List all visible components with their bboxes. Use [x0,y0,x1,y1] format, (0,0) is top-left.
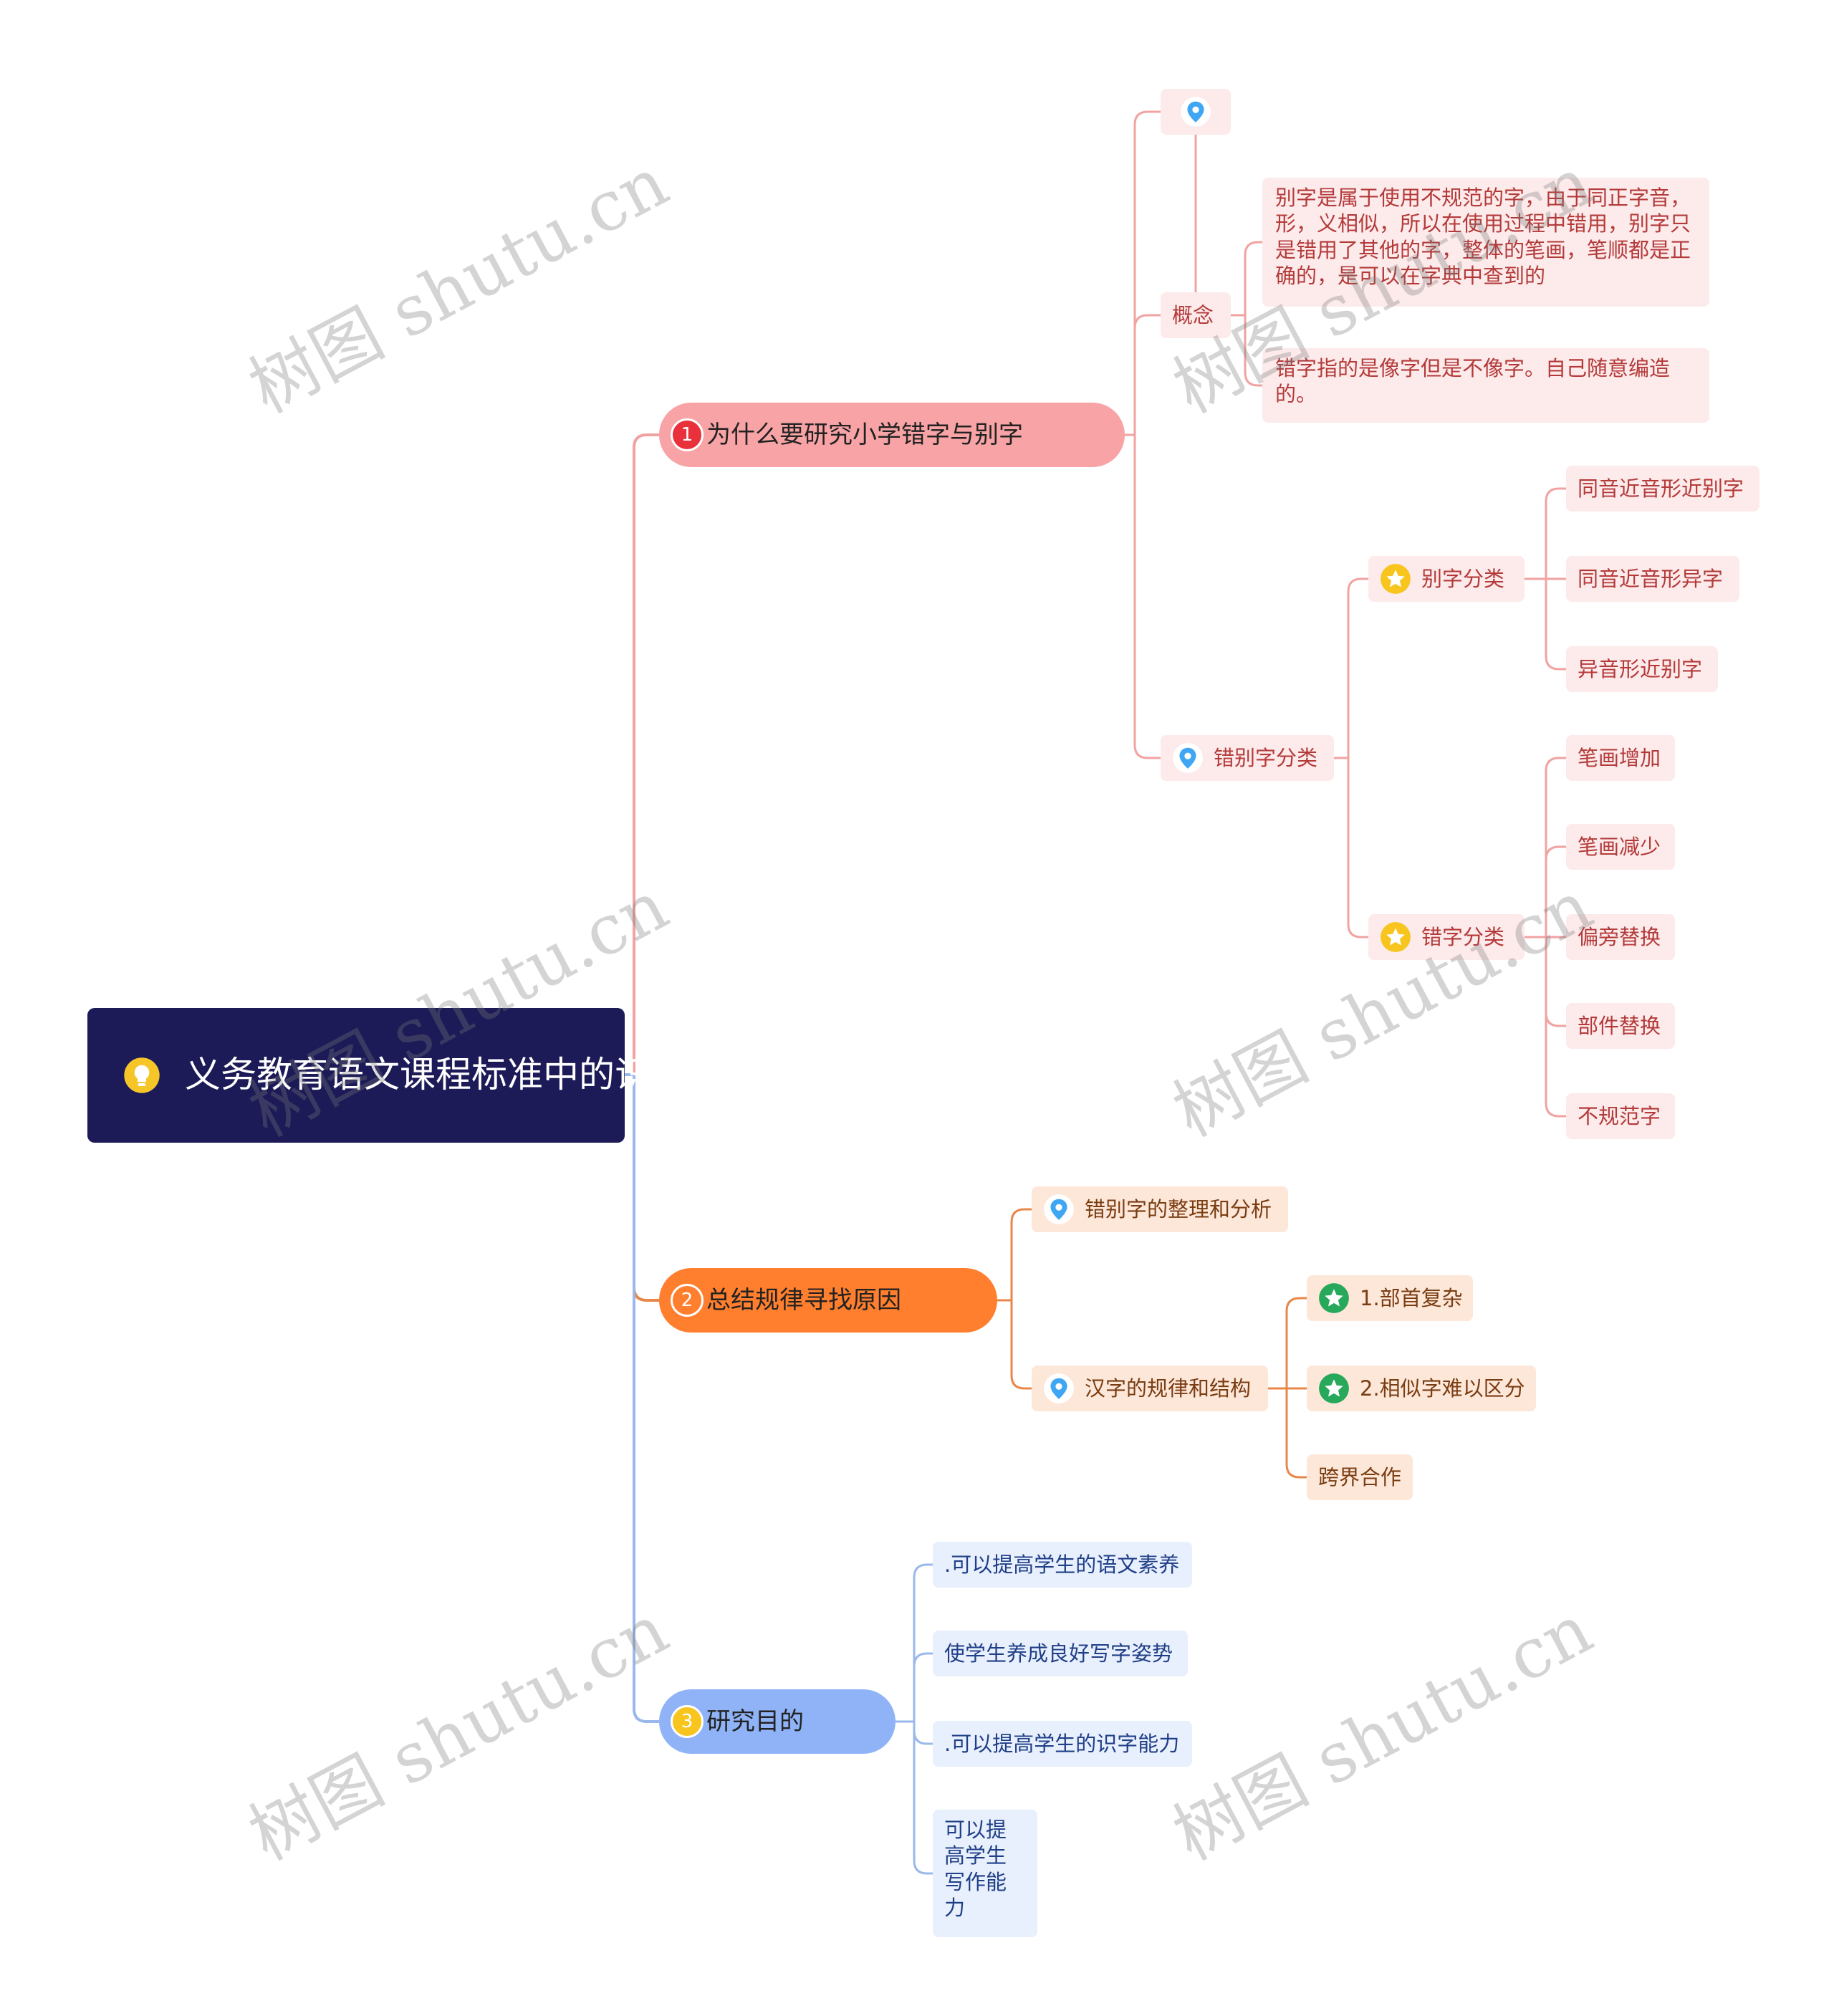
error-cat-link [1347,577,1370,759]
number-badge: 3 [671,1705,704,1738]
leaf-node[interactable]: 不规范字 [1566,1093,1675,1139]
structure-link [1285,1297,1308,1390]
concept-label: 概念 [1172,302,1214,327]
branch-1-topic[interactable]: 1 为什么要研究小学错字与别字 [659,403,1125,467]
purpose-leaf[interactable]: .可以提高学生的语文素养 [933,1542,1192,1588]
branch2-link [1010,1208,1033,1302]
leaf-label: 2.相似字难以区分 [1360,1376,1525,1401]
leaf-label: .可以提高学生的语文素养 [944,1552,1180,1577]
concept-node[interactable]: 概念 [1161,292,1231,338]
structure-leaf[interactable]: 1.部首复杂 [1307,1275,1473,1321]
bieci-category-node[interactable]: 别字分类 [1368,556,1525,602]
leaf-label: 不规范字 [1578,1103,1661,1128]
cuozi-category-label: 错字分类 [1421,924,1505,949]
leaf-node[interactable]: 异音形近别字 [1566,646,1718,692]
branch-3-topic[interactable]: 3 研究目的 [659,1689,896,1754]
cuozi-definition-text: 错字指的是像字但是不像字。自己随意编造的。 [1275,356,1671,407]
branch-2-topic[interactable]: 2 总结规律寻找原因 [659,1268,997,1333]
error-cat-link [1347,757,1370,939]
branch3-link [913,1720,934,1745]
branch-3-label: 研究目的 [706,1707,804,1736]
branch1-link [1133,314,1162,436]
leaf-label: .可以提高学生的识字能力 [944,1731,1180,1756]
number-badge: 2 [671,1284,704,1317]
leaf-label: 跨界合作 [1318,1464,1402,1489]
cuozi-cat-link [1545,936,1567,1027]
bieci-definition-text: 别字是属于使用不规范的字，由于同正字音，形，义相似，所以在使用过程中错用，别字只… [1275,186,1691,288]
leaf-node[interactable]: 笔画减少 [1566,824,1675,870]
leaf-label: 笔画减少 [1578,834,1661,859]
lightbulb-icon [123,1057,160,1094]
analysis-label: 错别字的整理和分析 [1085,1196,1272,1221]
leaf-label: 可以提高学生写作能力 [944,1818,1007,1920]
number-badge: 1 [671,418,704,451]
structure-link [1285,1387,1308,1479]
bieci-definition[interactable]: 别字是属于使用不规范的字，由于同正字音，形，义相似，所以在使用过程中错用，别字只… [1262,178,1709,307]
star-icon [1318,1282,1350,1314]
leaf-label: 使学生养成良好写字姿势 [944,1641,1173,1666]
root-to-branch1 [633,433,661,1076]
bieci-category-label: 别字分类 [1421,566,1505,591]
leaf-node[interactable]: 偏旁替换 [1566,914,1675,960]
leaf-node[interactable]: 笔画增加 [1566,735,1675,781]
leaf-label: 偏旁替换 [1578,924,1661,949]
branch1-link [1133,433,1162,759]
leaf-label: 1.部首复杂 [1360,1285,1463,1310]
concept-link [1244,314,1264,387]
cuozi-cat-link [1545,757,1567,939]
leaf-label: 笔画增加 [1578,745,1661,770]
root-to-branch2 [633,1073,661,1302]
cuozi-category-node[interactable]: 错字分类 [1368,914,1525,960]
bieci-cat-link [1545,487,1567,580]
cuozi-cat-link [1545,936,1567,1118]
structure-label: 汉字的规律和结构 [1085,1376,1252,1401]
branch3-link [913,1563,934,1723]
branch3-link [913,1720,934,1875]
star-icon [1380,921,1411,953]
cuozi-definition[interactable]: 错字指的是像字但是不像字。自己随意编造的。 [1262,348,1709,423]
branch-1-label: 为什么要研究小学错字与别字 [706,420,1023,449]
root-topic[interactable]: 义务教育语文课程标准中的识字，写字要求 [87,1008,865,1143]
star-icon [1380,563,1411,595]
purpose-leaf[interactable]: .可以提高学生的识字能力 [933,1721,1192,1767]
leaf-node[interactable]: 同音近音形异字 [1566,556,1739,602]
purpose-leaf[interactable]: 使学生养成良好写字姿势 [933,1631,1188,1676]
concept-link [1244,241,1264,317]
structure-leaf[interactable]: 2.相似字难以区分 [1307,1365,1536,1411]
branch3-link [913,1652,934,1723]
location-pin-icon [1043,1373,1075,1404]
star-icon [1318,1373,1350,1404]
leaf-label: 同音近音形异字 [1578,566,1724,591]
structure-leaf[interactable]: 跨界合作 [1307,1454,1413,1500]
location-pin-icon [1172,742,1204,774]
cuozi-cat-link [1545,845,1567,939]
leaf-label: 同音近音形近别字 [1578,476,1744,501]
leaf-label: 异音形近别字 [1578,656,1703,681]
pin-only-node[interactable] [1161,89,1231,135]
analysis-node[interactable]: 错别字的整理和分析 [1032,1186,1288,1232]
leaf-node[interactable]: 同音近音形近别字 [1566,466,1759,512]
bieci-cat-link [1545,577,1567,671]
leaf-label: 部件替换 [1578,1013,1661,1038]
error-category-node[interactable]: 错别字分类 [1161,735,1334,781]
error-category-label: 错别字分类 [1214,745,1318,770]
leaf-node[interactable]: 部件替换 [1566,1003,1675,1049]
root-to-branch3 [633,1073,661,1723]
branch1-link [1133,110,1162,436]
location-pin-icon [1043,1194,1075,1225]
structure-node[interactable]: 汉字的规律和结构 [1032,1365,1268,1411]
root-title: 义务教育语文课程标准中的识字，写字要求 [185,1054,865,1096]
branch-2-label: 总结规律寻找原因 [706,1285,901,1315]
location-pin-icon [1180,96,1211,128]
branch2-link [1010,1299,1033,1390]
purpose-leaf[interactable]: 可以提高学生写作能力 [933,1810,1037,1937]
